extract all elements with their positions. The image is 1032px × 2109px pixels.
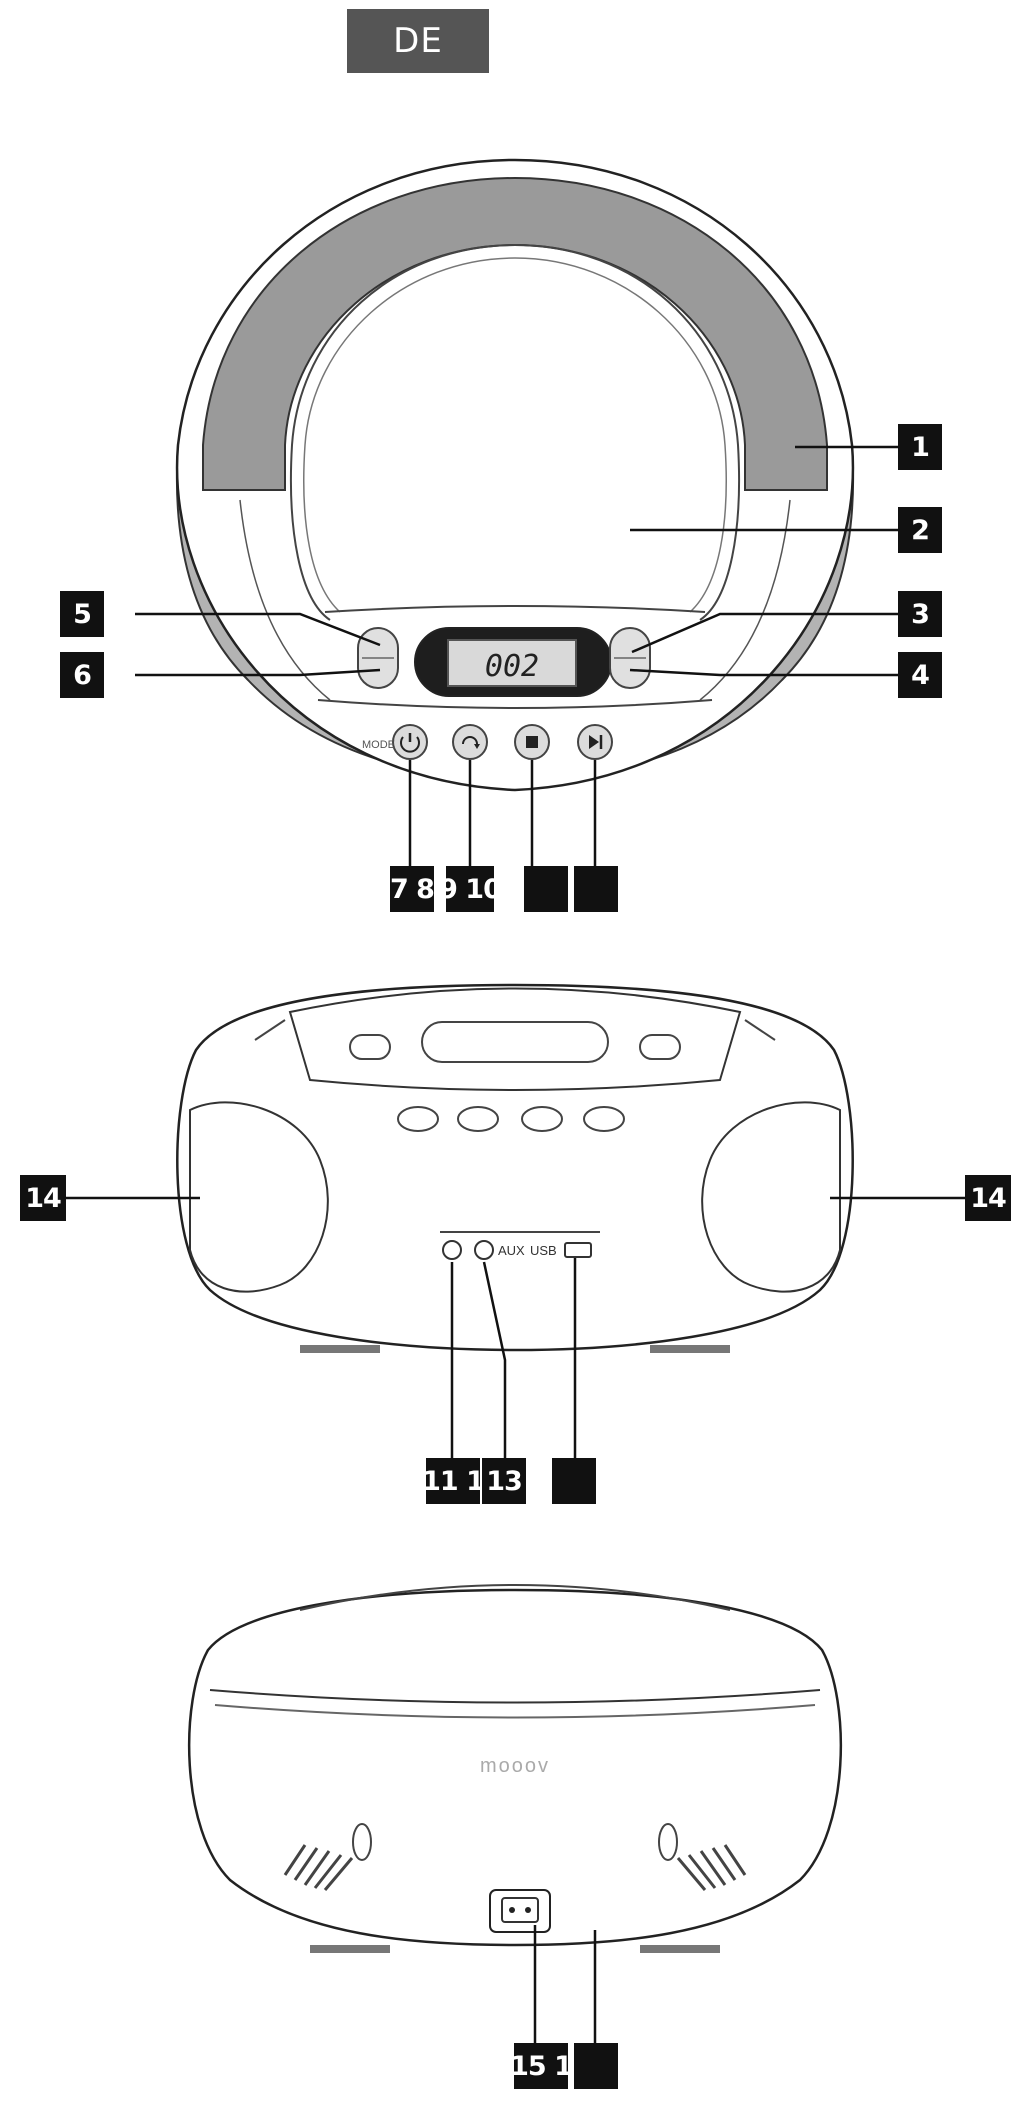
back-outer-body bbox=[187, 1588, 843, 1947]
repeat-button-drawing bbox=[452, 724, 488, 760]
callout-15-16: 15 1 bbox=[510, 2043, 573, 2089]
callout-4: 4 bbox=[898, 652, 942, 698]
callout-2: 2 bbox=[898, 507, 942, 553]
usb-port-drawing bbox=[564, 1242, 592, 1258]
callout-7-8: 7 8 bbox=[390, 866, 435, 912]
usb-label: USB bbox=[530, 1243, 557, 1258]
callout-13: 13 bbox=[482, 1458, 526, 1504]
callout-stop bbox=[574, 866, 618, 912]
aux-jack-drawing bbox=[474, 1240, 494, 1260]
callout-11-12 bbox=[524, 866, 568, 912]
right-speaker-drawing bbox=[701, 1101, 841, 1293]
callout-leader-lines bbox=[65, 445, 965, 2045]
left-speaker-drawing bbox=[189, 1101, 329, 1293]
callout-1: 1 bbox=[898, 424, 942, 470]
callout-usb bbox=[552, 1458, 596, 1504]
language-badge: DE bbox=[347, 9, 489, 73]
back-view-drawing bbox=[187, 1584, 843, 1953]
callout-6: 6 bbox=[60, 652, 104, 698]
mode-label: MODE bbox=[362, 739, 395, 751]
lcd-readout: 002 bbox=[485, 649, 539, 684]
callout-9-10: 9 10 bbox=[439, 866, 502, 912]
brand-logo: mooov bbox=[480, 1755, 550, 1777]
callout-14-right: 14 bbox=[965, 1175, 1011, 1221]
top-view-drawing bbox=[175, 158, 855, 792]
headphone-jack-drawing bbox=[442, 1240, 462, 1260]
front-view-drawing bbox=[176, 983, 854, 1353]
callout-14-left: 14 bbox=[20, 1175, 66, 1221]
callout-11-12-front: 11 1 bbox=[422, 1458, 485, 1504]
callout-5: 5 bbox=[60, 591, 104, 637]
callout-3: 3 bbox=[898, 591, 942, 637]
aux-label: AUX bbox=[498, 1243, 525, 1258]
callout-back-blank bbox=[574, 2043, 618, 2089]
lcd-screen bbox=[447, 639, 577, 687]
